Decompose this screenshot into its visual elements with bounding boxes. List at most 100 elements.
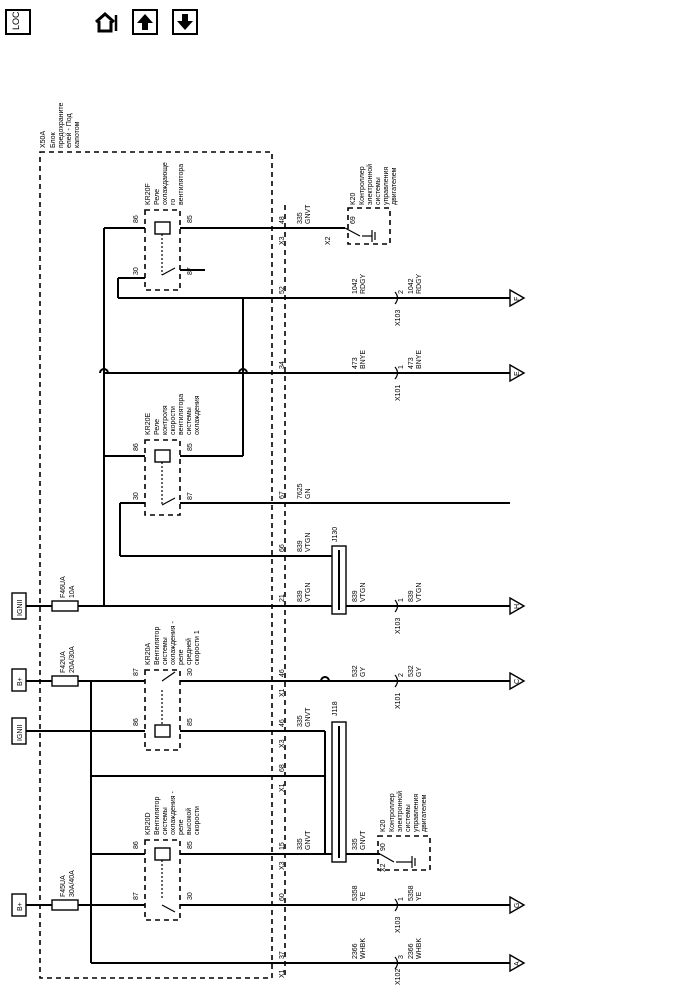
svg-text:охлаждающе: охлаждающе (162, 162, 169, 205)
pin-48: 48 (279, 216, 286, 224)
power-source-bplus-2: B+ (11, 893, 52, 917)
pin-21: 21 (279, 594, 286, 602)
pin-15-conn: X3 (279, 861, 286, 870)
pin-68: 68 (279, 764, 286, 772)
arrow-f-label: F (514, 297, 521, 301)
arrow-e-label: E (514, 371, 521, 376)
svg-text:1042: 1042 (408, 278, 415, 294)
svg-text:Контроллер: Контроллер (359, 166, 366, 205)
svg-text:X103: X103 (395, 310, 402, 326)
kr20a-p86: 86 (133, 718, 140, 726)
up-arrow-icon (137, 14, 153, 30)
svg-text:3: 3 (398, 955, 405, 959)
module-name-1: Блок (50, 131, 57, 148)
ecm-bottom-color: GNVT (360, 830, 367, 850)
svg-text:BNYE: BNYE (360, 350, 367, 369)
down-button[interactable] (172, 9, 198, 35)
module-id: X50A (40, 131, 47, 148)
output-h: 839 VTGN 1 X103 839 VTGN H (352, 583, 526, 634)
pin-48-circuit: 335 (297, 212, 304, 224)
kr20e-id: KR20E (145, 412, 152, 435)
svg-text:839: 839 (408, 590, 415, 602)
kr20d-p86: 86 (133, 841, 140, 849)
output-e: 473 BNYE 1 X101 473 BNYE E (352, 350, 526, 401)
svg-text:двигателем: двигателем (391, 167, 398, 205)
fuse-f42ua-rating: 20A/30A (69, 646, 76, 673)
svg-text:системы: системы (186, 407, 193, 435)
relay-kr20a: 87 30 86 85 KR20A Вентилятор системы охл… (133, 621, 510, 751)
up-button[interactable] (132, 9, 158, 35)
svg-text:двигателем: двигателем (421, 794, 428, 832)
pin-67-circuit: 7625 (297, 483, 304, 499)
pin-15: 15 (279, 842, 286, 850)
fuse-block-boundary (39, 151, 273, 979)
ecm-k20-bottom: K20 90 X2 Контроллер электронной системы… (377, 791, 431, 872)
kr20e-p86: 86 (133, 443, 140, 451)
ecm-bottom-circuit: 335 (352, 838, 359, 850)
pin-37: 37 (279, 951, 286, 959)
ecm-bottom-pin: 90 (380, 843, 387, 851)
loc-button[interactable]: LOC (5, 9, 31, 35)
arrow-g-label: G (514, 903, 521, 908)
svg-text:BNYE: BNYE (416, 350, 423, 369)
svg-text:го: го (170, 199, 177, 205)
home-button[interactable] (92, 9, 122, 35)
svg-text:WHBK: WHBK (360, 938, 367, 959)
ign-mid-label: IGNII (17, 725, 24, 741)
pin-67-color: GN (305, 489, 312, 500)
ecm-top-conn: X2 (325, 236, 332, 245)
svg-text:GY: GY (360, 667, 367, 677)
svg-text:5358: 5358 (408, 885, 415, 901)
pin-67: 67 (279, 491, 286, 499)
svg-text:вентилятора: вентилятора (178, 394, 185, 435)
svg-text:системы: системы (162, 637, 169, 665)
pin-66-color: VTGN (305, 533, 312, 552)
svg-text:473: 473 (352, 357, 359, 369)
svg-text:Контроллер: Контроллер (389, 793, 396, 832)
svg-text:2366: 2366 (352, 943, 359, 959)
kr20a-id: KR20A (145, 642, 152, 665)
relay-kr20f: 86 85 30 87 KR20F Реле охлаждающе го вен… (117, 162, 510, 299)
svg-text:охлаждения -: охлаждения - (170, 791, 177, 835)
svg-text:скорости 1: скорости 1 (194, 630, 201, 665)
pin-60: 60 (279, 893, 286, 901)
pin-15-color: GNVT (305, 830, 312, 850)
svg-text:1: 1 (398, 897, 405, 901)
kr20e-p30: 30 (133, 492, 140, 500)
j130-label: J130 (332, 527, 339, 542)
pin-x3-46: 46 (279, 719, 286, 727)
relay-kr20d-coil (154, 847, 171, 861)
svg-text:YE: YE (416, 891, 423, 901)
kr20f-p30: 30 (133, 267, 140, 275)
ecm-bottom-conn: X2 (380, 863, 387, 872)
svg-text:управления: управления (383, 167, 390, 205)
svg-text:электронной: электронной (396, 791, 404, 832)
module-name-3: елей - Под (65, 113, 73, 148)
svg-text:X102: X102 (395, 969, 402, 985)
kr20f-p85: 85 (187, 215, 194, 223)
svg-text:2: 2 (398, 673, 405, 677)
arrow-h-label: H (514, 604, 521, 609)
svg-text:X101: X101 (395, 385, 402, 401)
svg-text:WHBK: WHBK (416, 938, 423, 959)
arrow-c-label: C (514, 679, 521, 684)
ign-top-label: IGNII (17, 600, 24, 616)
loc-label: LOC (11, 11, 21, 30)
arrow-a-label: A (514, 961, 521, 966)
relay-kr20f-coil (154, 221, 171, 235)
fuse-f42ua: F42UA 20A/30A (51, 646, 145, 687)
kr20a-p85: 85 (187, 718, 194, 726)
kr20d-p30: 30 (187, 892, 194, 900)
kr20e-p87: 87 (187, 492, 194, 500)
svg-text:Реле: Реле (154, 189, 161, 205)
j118-label: J118 (332, 701, 339, 716)
pin-68-conn: X1 (279, 783, 286, 792)
output-f: 1042 RDGY 2 X103 1042 RDGY F (352, 273, 526, 326)
svg-text:YE: YE (360, 891, 367, 901)
svg-text:839: 839 (352, 590, 359, 602)
svg-text:системы: системы (405, 804, 412, 832)
pin-x1-46-conn: X1 (279, 688, 286, 697)
fuse-f45ua-id: F45UA (60, 875, 67, 897)
svg-text:1042: 1042 (352, 278, 359, 294)
kr20d-p85: 85 (187, 841, 194, 849)
